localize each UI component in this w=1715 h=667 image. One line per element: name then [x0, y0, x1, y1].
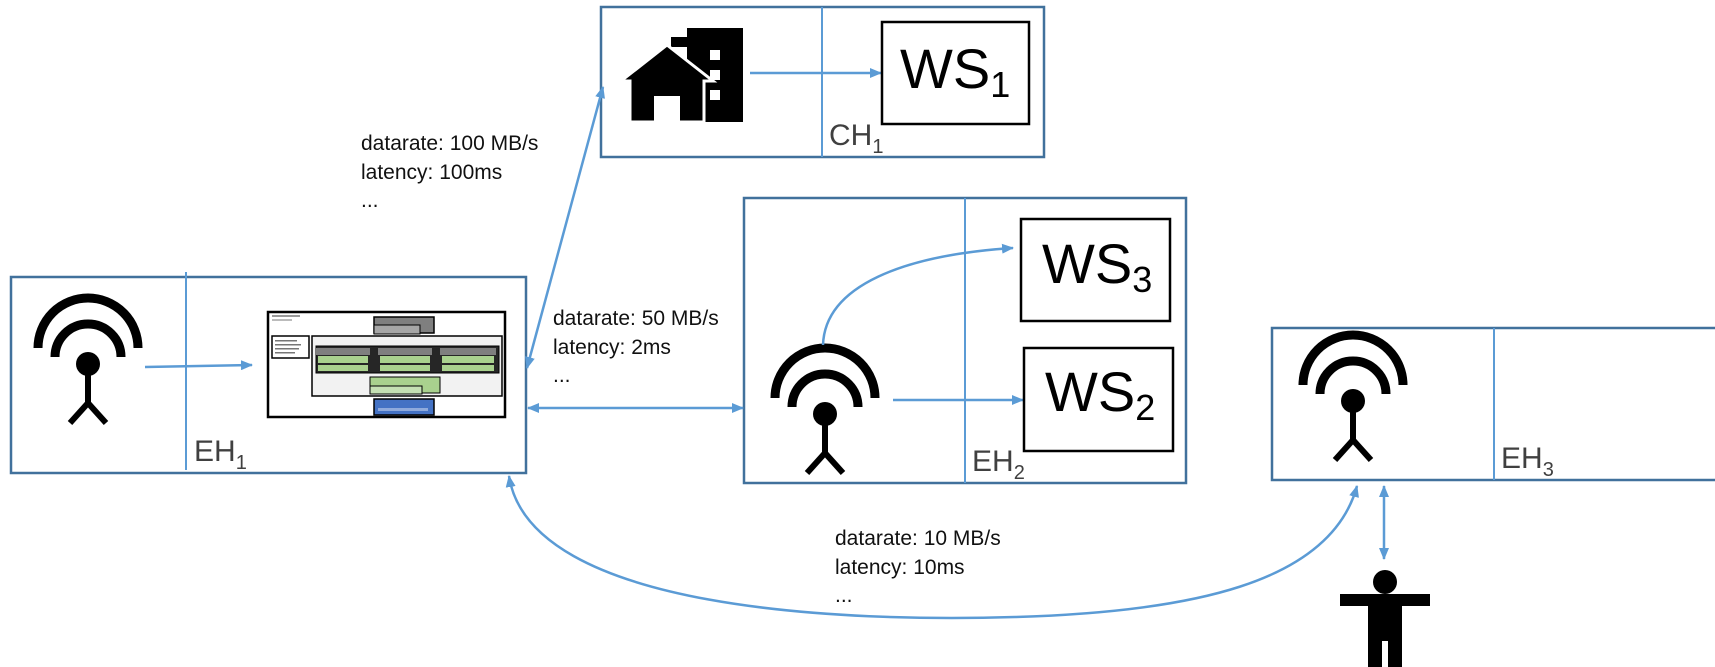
- link-latency: latency: 2ms: [553, 336, 671, 359]
- cloud-host-ch1: WS1 CH1: [599, 5, 1046, 159]
- link-eh1-ch1-arrow: [525, 86, 605, 369]
- ws1-box: WS1: [880, 20, 1031, 126]
- link-eh1-eh3-arrow: [505, 475, 1359, 620]
- edge-host-eh2: WS3 WS2 EH2: [742, 196, 1188, 485]
- link-eh1-ch1-label: datarate: 100 MB/s latency: 100ms ...: [361, 132, 538, 212]
- link-latency: latency: 100ms: [361, 161, 502, 184]
- link-eh1-eh3-label: datarate: 10 MB/s latency: 10ms ...: [835, 527, 1001, 607]
- eh2-arrow-ws3: [821, 243, 1014, 346]
- eh1-label: EH1: [194, 435, 247, 474]
- eh3-label: EH3: [1501, 442, 1554, 481]
- link-datarate: datarate: 100 MB/s: [361, 132, 538, 155]
- link-datarate: datarate: 10 MB/s: [835, 527, 1001, 550]
- ws3-label: WS3: [1042, 232, 1152, 300]
- person-icon: [1340, 570, 1430, 667]
- ws2-box: WS2: [1022, 346, 1175, 453]
- ws3-box: WS3: [1019, 217, 1172, 323]
- link-datarate: datarate: 50 MB/s: [553, 307, 719, 330]
- link-more: ...: [835, 584, 853, 607]
- application-screenshot-thumbnail: [266, 310, 507, 419]
- link-latency: latency: 10ms: [835, 556, 965, 579]
- link-more: ...: [361, 189, 379, 212]
- ws1-label: WS1: [900, 37, 1010, 105]
- ws2-label: WS2: [1045, 360, 1155, 428]
- house-building-icon: [616, 28, 743, 124]
- edge-host-eh3: EH3: [1270, 326, 1715, 482]
- eh1-internal-arrow: [144, 360, 253, 371]
- ch1-label: CH1: [829, 119, 883, 158]
- eh2-label: EH2: [972, 445, 1025, 484]
- link-more: ...: [553, 364, 571, 387]
- edge-host-eh1: EH1: [9, 272, 528, 475]
- link-eh1-eh2-label: datarate: 50 MB/s latency: 2ms ...: [553, 307, 719, 387]
